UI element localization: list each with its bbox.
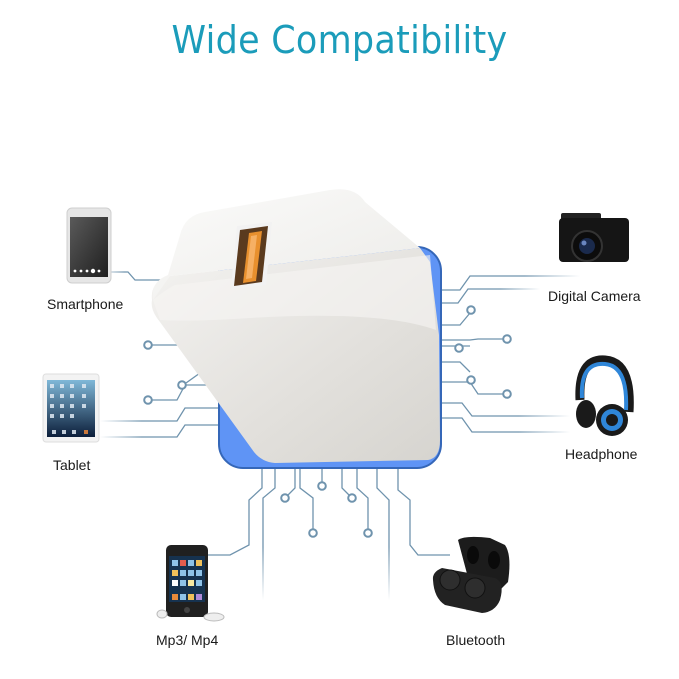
camera-icon: [559, 213, 629, 262]
smartphone-icon: [66, 207, 112, 284]
device-label-mp3: Mp3/ Mp4: [156, 632, 219, 648]
headphone-icon: [575, 355, 634, 436]
earbuds-icon: [432, 536, 510, 613]
device-label-bluetooth: Bluetooth: [446, 632, 506, 648]
page-title: Wide Compatibility: [171, 18, 508, 62]
device-label-headphone: Headphone: [565, 446, 638, 462]
tablet-icon: [42, 373, 100, 443]
device-label-tablet: Tablet: [53, 457, 91, 473]
usb-charger-icon: [151, 189, 440, 463]
trace-pads: [143, 305, 512, 538]
device-label-smartphone: Smartphone: [47, 296, 124, 312]
music-player-icon: [156, 545, 225, 622]
device-label-camera: Digital Camera: [548, 288, 641, 304]
